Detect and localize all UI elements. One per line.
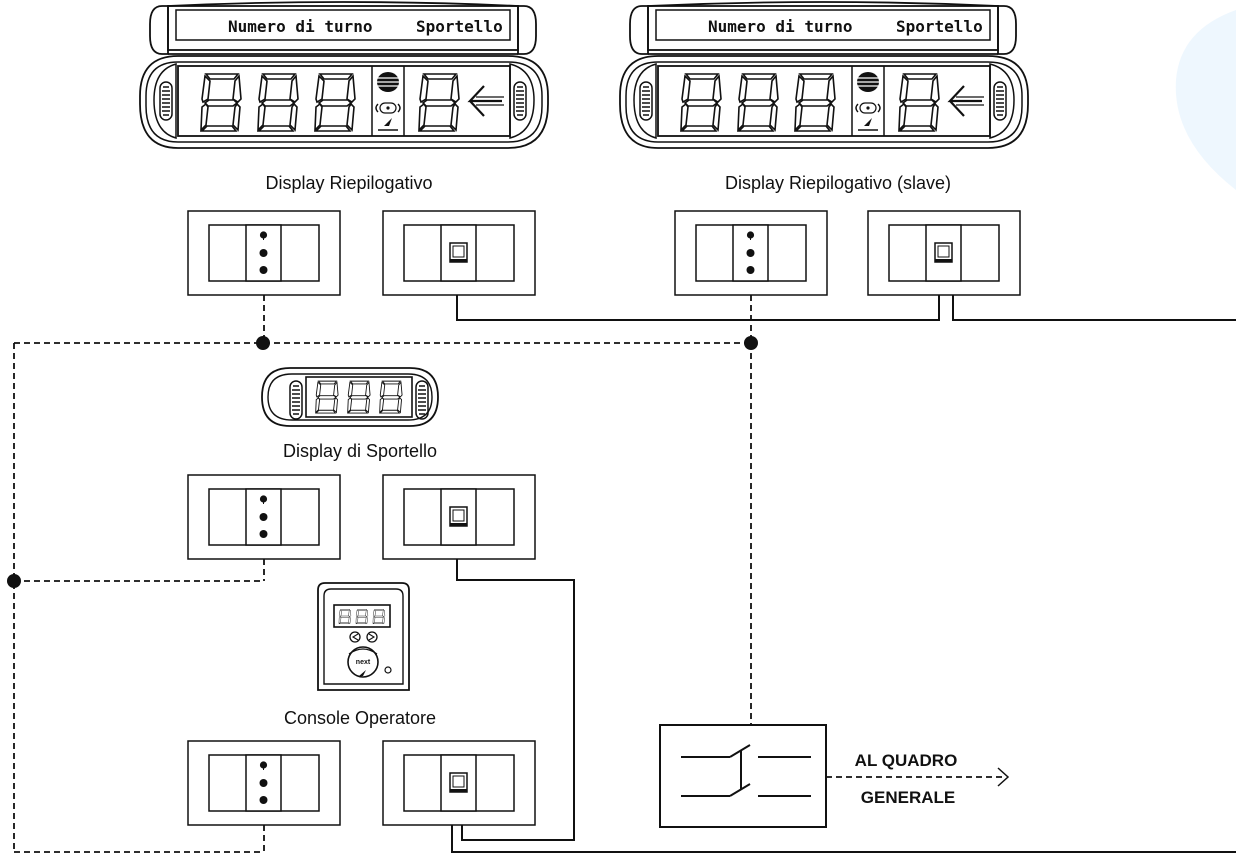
counter-power-plate	[187, 474, 341, 560]
console-button-label: next	[356, 659, 371, 666]
slave-rj-plate	[867, 210, 1021, 296]
summary-power-plate	[187, 210, 341, 296]
switch-label-line2: GENERALE	[861, 788, 955, 807]
console-label: Console Operatore	[284, 708, 436, 728]
counter-display-label: Display di Sportello	[283, 441, 437, 461]
slave-header-left: Numero di turno	[708, 17, 853, 36]
console-power-plate	[187, 740, 341, 826]
slave-header-right: Sportello	[896, 17, 983, 36]
summary-display-label: Display Riepilogativo	[265, 173, 432, 193]
accent-shape	[1175, 10, 1236, 190]
output-arrow-icon	[997, 767, 1010, 787]
summary-rj-plate	[382, 210, 536, 296]
counter-display	[261, 367, 439, 427]
slave-display-label: Display Riepilogativo (slave)	[725, 173, 951, 193]
summary-header-left: Numero di turno	[228, 17, 373, 36]
counter-rj-plate	[382, 474, 536, 560]
switch-label-line1: AL QUADRO	[855, 751, 958, 770]
slave-power-plate	[674, 210, 828, 296]
console-rj-plate	[382, 740, 536, 826]
summary-display: Numero di turno Sportello	[140, 2, 548, 148]
main-switch-box	[659, 724, 827, 828]
summary-header-right: Sportello	[416, 17, 503, 36]
junction-dot	[744, 336, 758, 350]
switch-symbol-icon	[681, 744, 811, 797]
operator-console: next	[317, 582, 410, 691]
junction-dot	[256, 336, 270, 350]
data-bus	[451, 295, 1236, 853]
junction-dot	[7, 574, 21, 588]
slave-display: Numero di turno Sportello	[620, 2, 1028, 148]
